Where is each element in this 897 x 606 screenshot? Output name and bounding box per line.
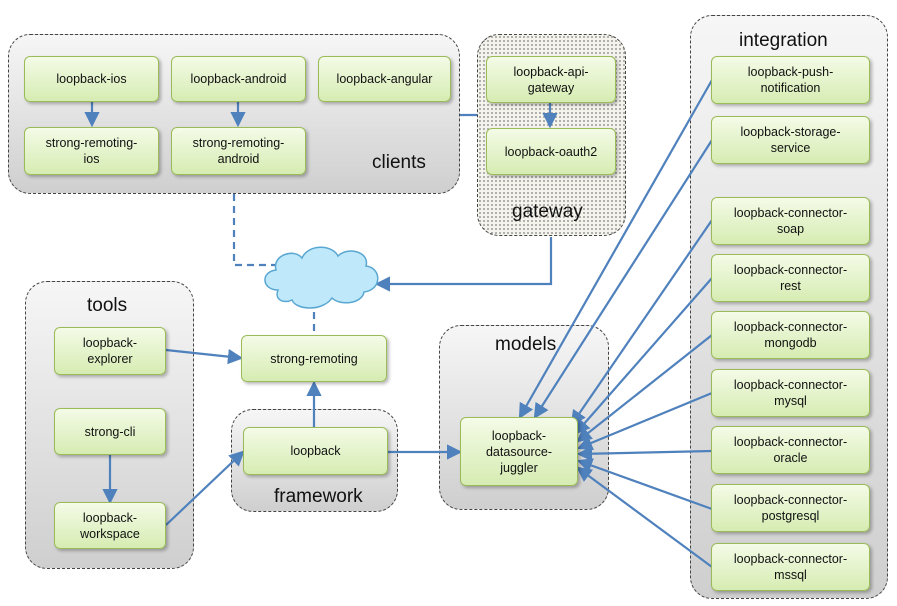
arrow-storage-to-juggler (533, 139, 713, 419)
cloud-icon (264, 246, 379, 309)
arrow-oracle-to-juggler (576, 446, 713, 462)
node-loopback-api-gateway[interactable]: loopback-api- gateway (486, 56, 616, 103)
node-connector-mssql[interactable]: loopback-connector- mssql (711, 543, 870, 591)
node-loopback-push-notification[interactable]: loopback-push- notification (711, 56, 870, 104)
group-title-tools: tools (87, 295, 128, 316)
node-strong-remoting[interactable]: strong-remoting (241, 335, 387, 382)
node-strong-remoting-android[interactable]: strong-remoting- android (171, 127, 306, 175)
node-loopback-android[interactable]: loopback-android (171, 56, 306, 102)
arrow-rest-to-juggler (574, 277, 713, 435)
arrow-soap-to-juggler (570, 219, 713, 426)
node-loopback-ios[interactable]: loopback-ios (24, 56, 159, 102)
arrow-workspace-to-loopback (165, 450, 245, 526)
node-strong-remoting-ios[interactable]: strong-remoting- ios (24, 127, 159, 175)
node-connector-rest[interactable]: loopback-connector- rest (711, 254, 870, 302)
group-title-gateway: gateway (512, 201, 583, 222)
node-loopback-workspace[interactable]: loopback- workspace (54, 502, 166, 549)
group-title-integration: integration (739, 30, 828, 51)
group-title-framework: framework (274, 486, 363, 507)
node-connector-mongodb[interactable]: loopback-connector- mongodb (711, 311, 870, 359)
arrow-push-to-juggler (518, 79, 713, 420)
node-strong-cli[interactable]: strong-cli (54, 408, 166, 455)
node-connector-oracle[interactable]: loopback-connector- oracle (711, 426, 870, 474)
arrow-mssql-to-juggler (576, 466, 713, 568)
arrow-explorer-to-remoting (165, 348, 244, 365)
dashed-clients-to-cloud (232, 194, 282, 267)
node-connector-mysql[interactable]: loopback-connector- mysql (711, 369, 870, 417)
node-loopback-datasource-juggler[interactable]: loopback- datasource- juggler (460, 417, 578, 486)
group-title-models: models (495, 334, 557, 355)
arrow-mongodb-to-juggler (576, 334, 713, 443)
node-loopback-angular[interactable]: loopback-angular (318, 56, 451, 102)
group-title-clients: clients (372, 152, 426, 173)
arrow-gateway-to-cloud (374, 237, 553, 292)
arrow-postgresql-to-juggler (576, 458, 713, 511)
node-connector-postgresql[interactable]: loopback-connector- postgresql (711, 484, 870, 532)
node-loopback[interactable]: loopback (243, 427, 388, 475)
node-loopback-storage-service[interactable]: loopback-storage- service (711, 116, 870, 164)
node-loopback-oauth2[interactable]: loopback-oauth2 (486, 128, 616, 175)
node-loopback-explorer[interactable]: loopback- explorer (54, 327, 166, 375)
node-connector-soap[interactable]: loopback-connector- soap (711, 197, 870, 245)
arrow-mysql-to-juggler (576, 391, 713, 451)
